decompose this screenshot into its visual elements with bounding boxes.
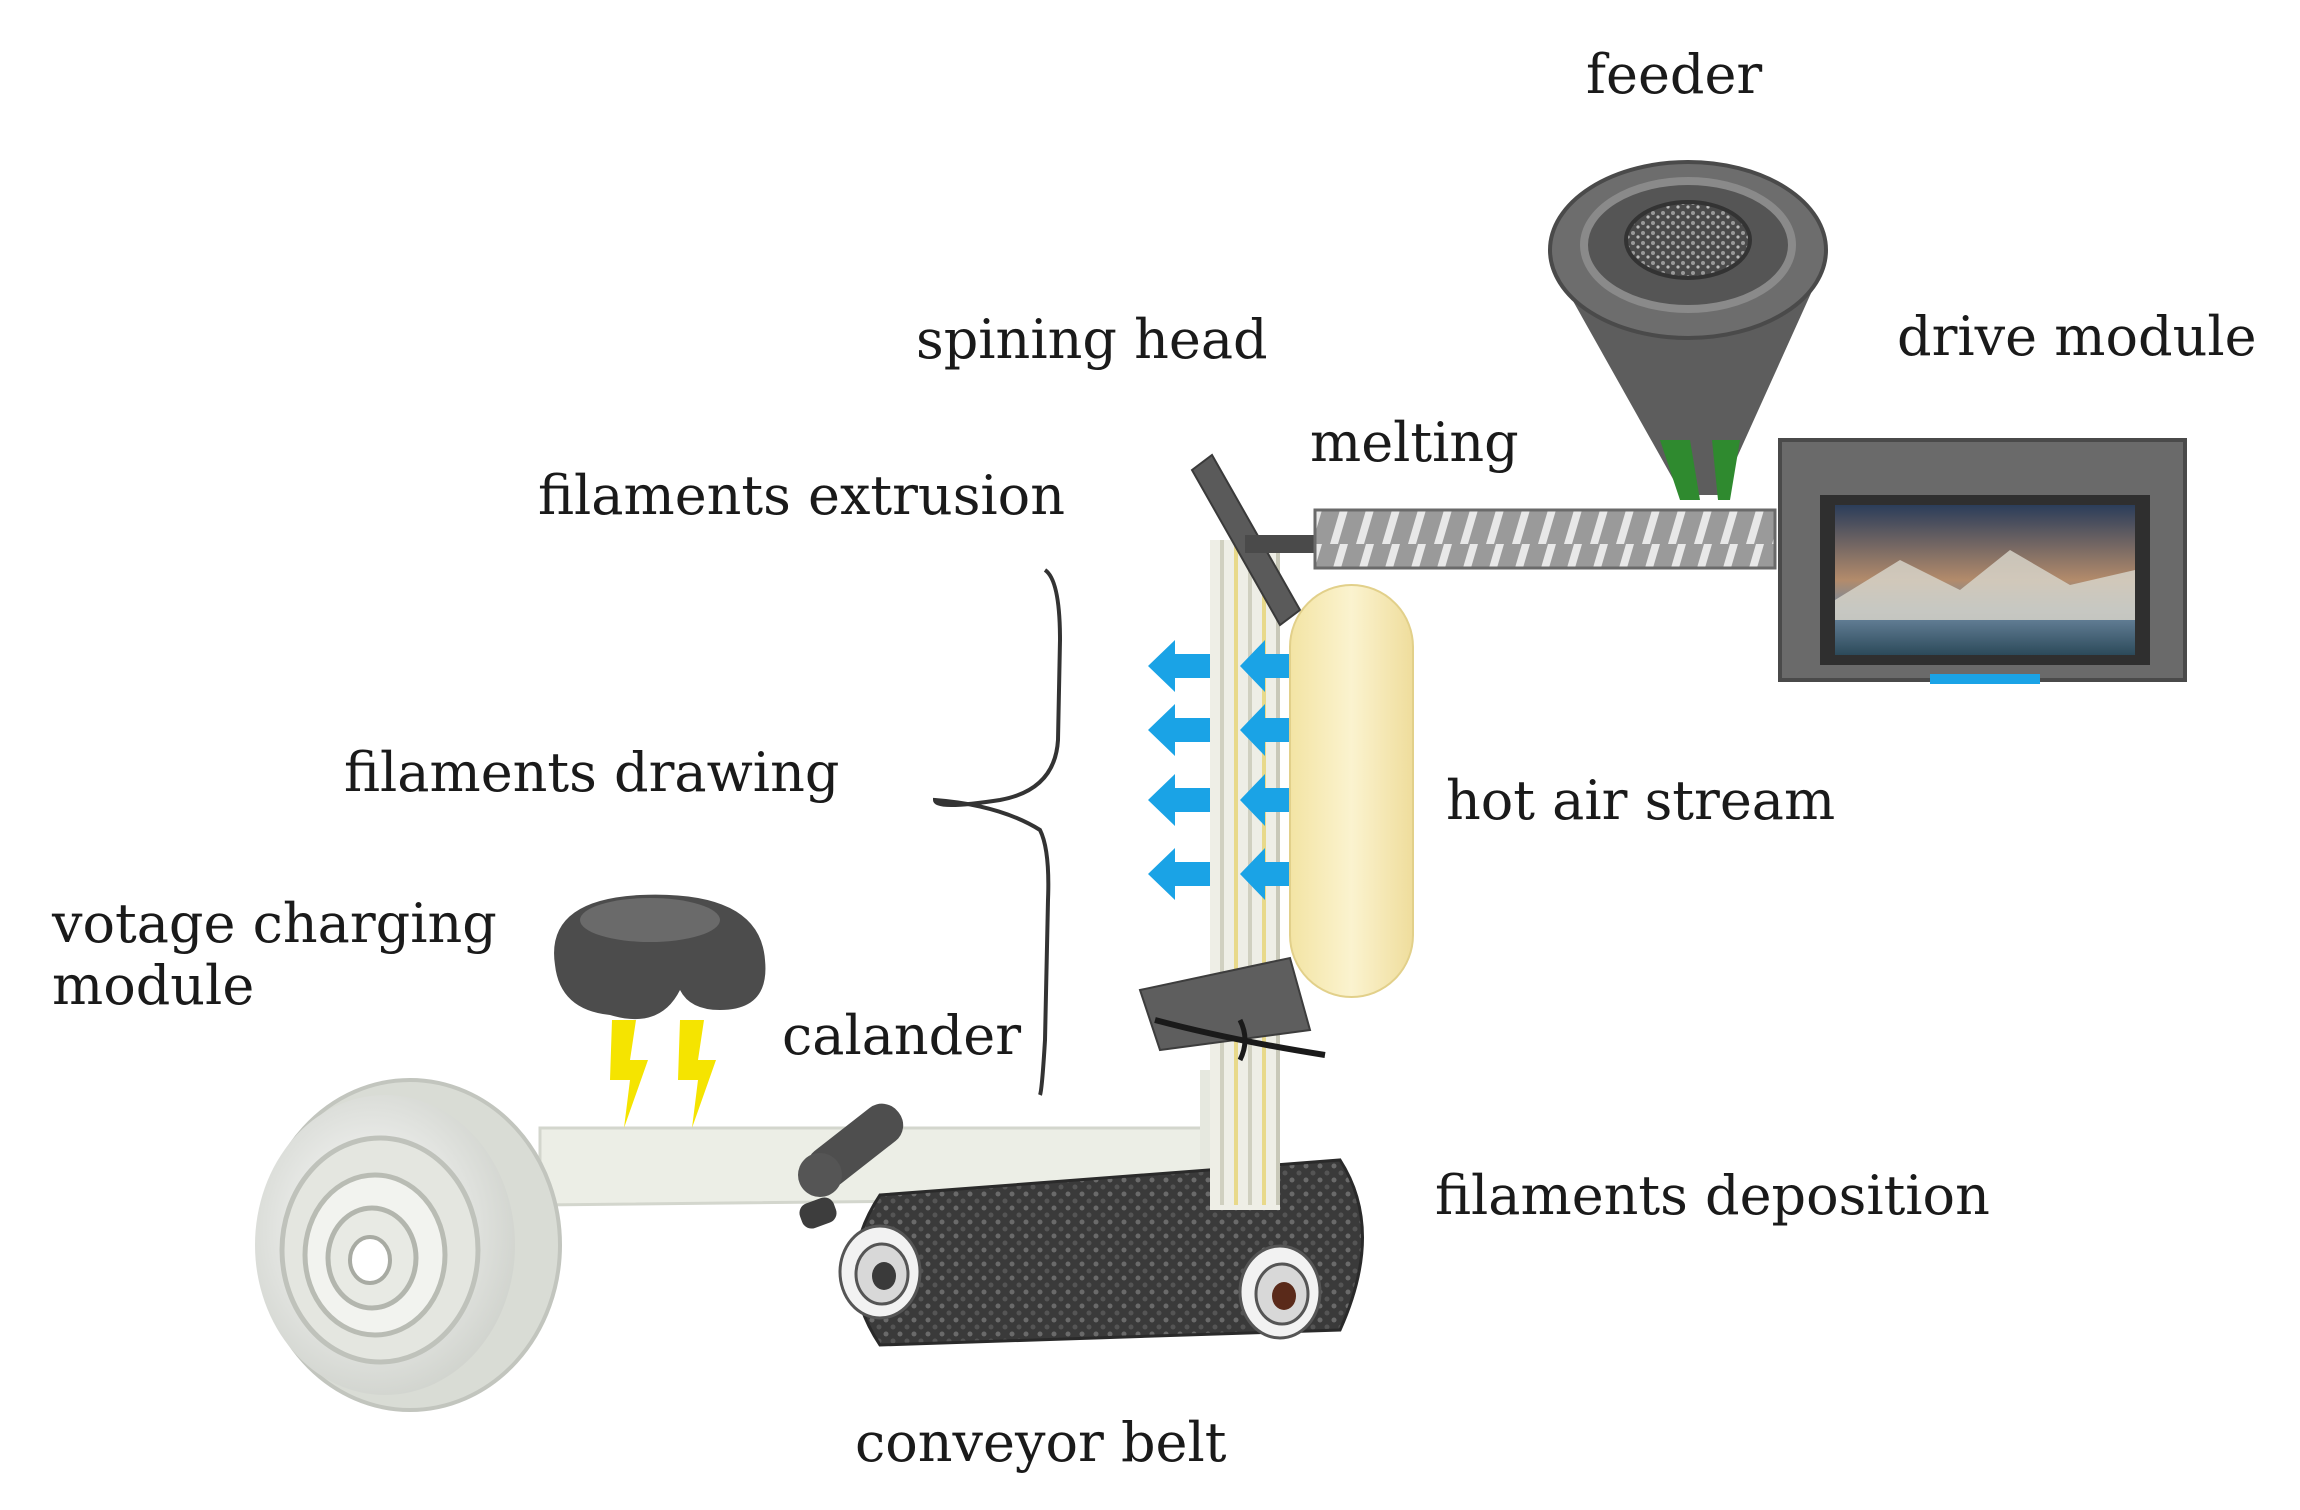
label-voltage-charging-module: votage charging module	[52, 893, 497, 1017]
label-melting: melting	[1310, 412, 1519, 474]
label-hot-air-stream: hot air stream	[1446, 770, 1835, 832]
label-calander: calander	[782, 1005, 1021, 1067]
label-drive-module: drive module	[1897, 306, 2257, 368]
label-spinning-head: spining head	[916, 309, 1268, 371]
drive-module	[1780, 440, 2185, 684]
label-filaments-extrusion: filaments extrusion	[538, 465, 1065, 527]
belt-roller-left	[840, 1226, 920, 1318]
voltage-charging-module	[554, 895, 765, 1019]
extruder-screw	[1315, 510, 1775, 568]
label-feeder: feeder	[1586, 44, 1762, 106]
winding-roll	[255, 1080, 560, 1410]
label-conveyor-belt: conveyor belt	[855, 1412, 1227, 1474]
lightning-bolt-icon	[610, 1020, 716, 1128]
hot-air-heater	[1290, 585, 1413, 997]
label-filaments-drawing: filaments drawing	[344, 742, 839, 804]
label-filaments-deposition: filaments deposition	[1435, 1165, 1990, 1227]
belt-roller-right	[1240, 1246, 1320, 1338]
